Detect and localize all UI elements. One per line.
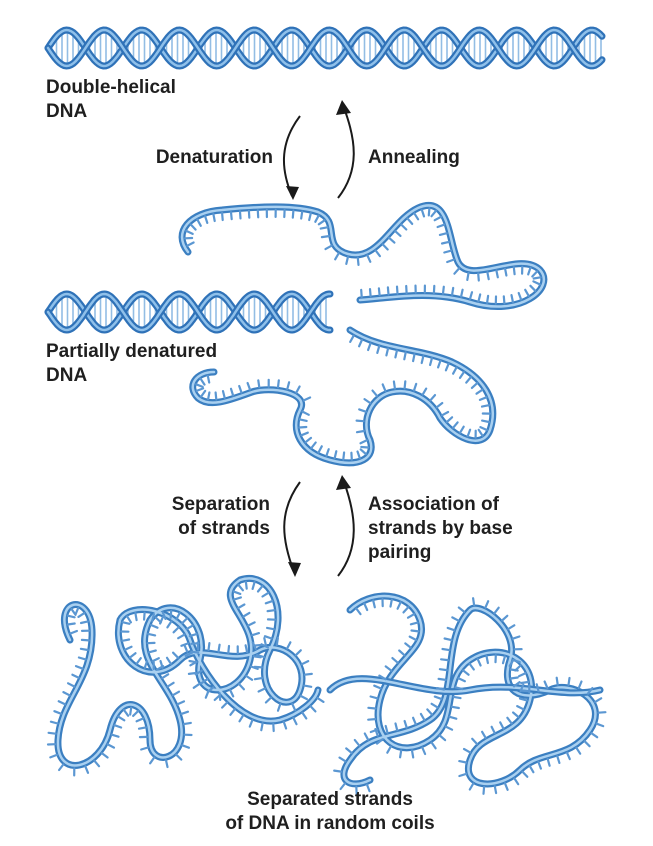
separation-arrow bbox=[283, 481, 301, 577]
label-separation-of-strands: Separation of strands bbox=[128, 493, 270, 541]
label-association-line3: pairing bbox=[368, 542, 432, 563]
base-ticks-partial bbox=[184, 207, 542, 461]
label-partially-denatured-line1: Partially denatured bbox=[46, 341, 218, 362]
upper-single-strand bbox=[178, 202, 548, 310]
label-separated-line2: of DNA in random coils bbox=[225, 813, 435, 834]
label-association-line2: strands by base bbox=[368, 518, 513, 539]
label-separated-line1: Separated strands bbox=[247, 789, 413, 810]
label-partially-denatured-dna: Partially denatured DNA bbox=[46, 340, 217, 388]
double-helix-top bbox=[44, 26, 606, 70]
label-separated-strands: Separated strands of DNA in random coils bbox=[160, 788, 500, 836]
label-association-line1: Association of bbox=[368, 494, 499, 515]
lower-single-strand bbox=[189, 326, 497, 467]
label-denaturation: Denaturation bbox=[128, 146, 273, 170]
random-coil-left bbox=[54, 575, 322, 769]
association-arrow bbox=[336, 475, 355, 577]
base-ticks-coils bbox=[46, 580, 607, 796]
label-double-helical-line2: DNA bbox=[46, 101, 88, 122]
label-annealing-text: Annealing bbox=[368, 147, 460, 168]
label-double-helical-dna: Double-helical DNA bbox=[46, 76, 176, 124]
annealing-arrow bbox=[336, 100, 355, 199]
label-annealing: Annealing bbox=[368, 146, 460, 170]
denaturation-arrow bbox=[283, 115, 301, 200]
random-coil-right bbox=[326, 592, 604, 788]
label-double-helical-line1: Double-helical bbox=[46, 77, 176, 98]
label-partially-denatured-line2: DNA bbox=[46, 365, 88, 386]
label-separation-line1: Separation bbox=[171, 494, 270, 515]
label-association-of-strands: Association of strands by base pairing bbox=[368, 493, 513, 565]
partial-double-helix bbox=[44, 290, 334, 334]
label-denaturation-text: Denaturation bbox=[155, 147, 273, 168]
label-separation-line2: of strands bbox=[178, 518, 270, 539]
